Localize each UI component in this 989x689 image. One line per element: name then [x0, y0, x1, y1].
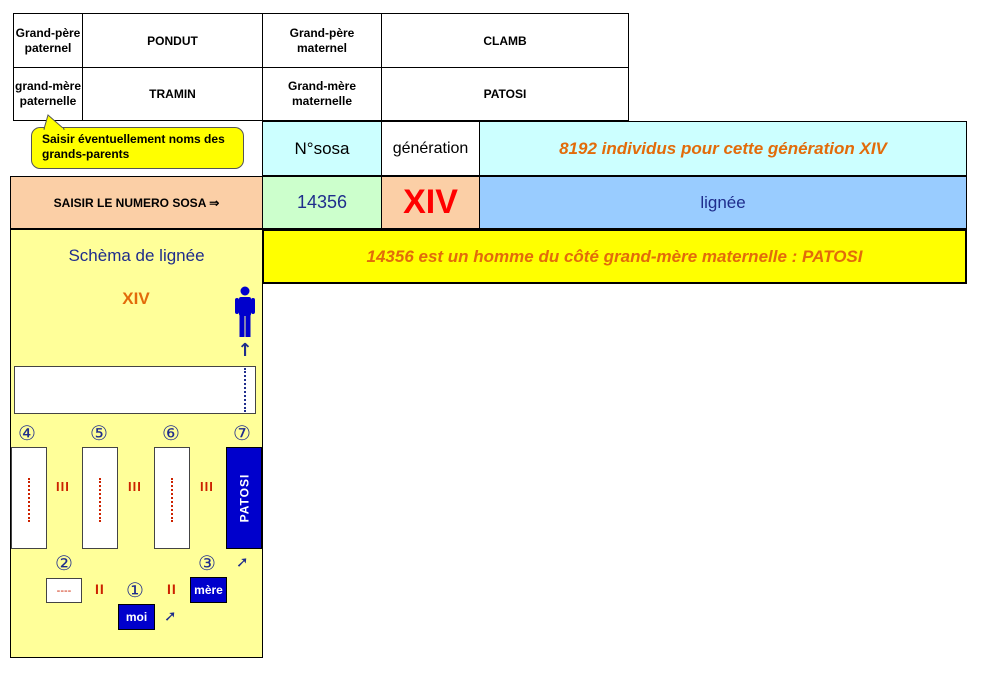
result-cell: 14356 est un homme du côté grand-mère ma… — [262, 229, 967, 284]
circled-5: ⑤ — [90, 421, 108, 445]
gm-paternelle-label: grand-mère paternelle — [13, 67, 83, 121]
ancestor-box-4-dashes — [28, 478, 30, 522]
up-arrow-icon: ↑ — [236, 340, 254, 362]
circled-4: ④ — [18, 421, 36, 445]
separator-ii-2-text: II — [167, 581, 177, 597]
gp-maternel-value[interactable]: CLAMB — [381, 13, 629, 68]
moi-box[interactable]: moi — [118, 604, 155, 630]
separator-ii-1: II — [95, 581, 105, 597]
gm-paternelle-label-text: grand-mère paternelle — [14, 79, 82, 108]
man-icon — [235, 286, 255, 337]
result-text: 14356 est un homme du côté grand-mère ma… — [366, 246, 863, 266]
gp-paternel-label: Grand-père paternel — [13, 13, 83, 68]
ne-arrow-icon-1: ➚ — [236, 553, 249, 571]
gm-maternelle-label: Grand-mère maternelle — [262, 67, 382, 121]
circled-3: ③ — [198, 551, 216, 575]
circled-2-text: ② — [55, 551, 73, 575]
circled-2: ② — [55, 551, 73, 575]
moi-text: moi — [125, 610, 148, 624]
schema-generation: XIV — [96, 287, 176, 311]
lignee-text: lignée — [700, 192, 746, 212]
ancestor-box-4[interactable] — [11, 447, 47, 549]
schema-title: Schèma de lignée — [10, 244, 263, 268]
saisir-sosa-label: SAISIR LE NUMERO SOSA ⇒ — [10, 176, 263, 229]
individus-text: 8192 individus pour cette génération XIV — [559, 138, 887, 158]
separator-iii-1: III — [56, 479, 70, 494]
ancestor-box-5-dashes — [99, 478, 101, 522]
separator-iii-2: III — [128, 479, 142, 494]
gm-paternelle-value[interactable]: TRAMIN — [82, 67, 263, 121]
ne-arrow-1-text: ➚ — [236, 553, 249, 571]
circled-3-text: ③ — [198, 551, 216, 575]
circled-6: ⑥ — [162, 421, 180, 445]
father-dashes-text: ---- — [56, 584, 72, 597]
sosa-header-cell: N°sosa — [262, 121, 382, 176]
ancestor-box-5[interactable] — [82, 447, 118, 549]
up-arrow-text: ↑ — [237, 340, 253, 361]
ne-arrow-icon-2: ➚ — [164, 607, 177, 625]
circled-5-text: ⑤ — [90, 421, 108, 445]
gm-maternelle-value-text: PATOSI — [483, 87, 527, 101]
sosa-header-text: N°sosa — [294, 138, 350, 158]
ancestor-box-6-dashes — [171, 478, 173, 522]
ancestor-box-6[interactable] — [154, 447, 190, 549]
lignee-cell: lignée — [479, 176, 967, 229]
circled-7-text: ⑦ — [233, 421, 251, 445]
callout-bubble: Saisir éventuellement noms des grands-pa… — [31, 127, 244, 169]
generation-header-cell: génération — [381, 121, 480, 176]
separator-iii-3-text: III — [200, 479, 214, 494]
saisir-sosa-text: SAISIR LE NUMERO SOSA ⇒ — [53, 195, 220, 210]
circled-6-text: ⑥ — [162, 421, 180, 445]
gp-paternel-label-text: Grand-père paternel — [15, 25, 81, 55]
individus-cell: 8192 individus pour cette génération XIV — [479, 121, 967, 176]
lineage-strip-box — [14, 366, 256, 414]
gp-paternel-value[interactable]: PONDUT — [82, 13, 263, 68]
circled-1: ① — [126, 578, 144, 602]
father-box[interactable]: ---- — [46, 578, 82, 603]
generation-value-cell: XIV — [381, 176, 480, 229]
callout-pointer — [43, 114, 66, 130]
separator-iii-2-text: III — [128, 479, 142, 494]
ne-arrow-2-text: ➚ — [164, 607, 177, 625]
mere-box[interactable]: mère — [190, 577, 227, 603]
gp-paternel-value-text: PONDUT — [147, 33, 198, 48]
generation-header-text: génération — [392, 139, 469, 157]
circled-7: ⑦ — [233, 421, 251, 445]
schema-generation-text: XIV — [122, 289, 150, 308]
separator-iii-1-text: III — [56, 479, 70, 494]
ancestor-box-7-patosi[interactable]: PATOSI — [226, 447, 262, 549]
schema-title-text: Schèma de lignée — [68, 246, 205, 265]
separator-ii-2: II — [167, 581, 177, 597]
sosa-input-cell[interactable]: 14356 — [262, 176, 382, 229]
gm-maternelle-label-text: Grand-mère maternelle — [287, 79, 357, 108]
gp-maternel-value-text: CLAMB — [483, 33, 527, 48]
patosi-vertical-text: PATOSI — [237, 473, 251, 523]
lineage-strip-dotted-line — [244, 368, 246, 412]
circled-4-text: ④ — [18, 421, 36, 445]
callout-text: Saisir éventuellement noms des grands-pa… — [42, 132, 225, 161]
gp-maternel-label-text: Grand-père maternel — [289, 25, 355, 55]
separator-ii-1-text: II — [95, 581, 105, 597]
gm-paternelle-value-text: TRAMIN — [149, 87, 196, 101]
sosa-value-text: 14356 — [296, 192, 348, 212]
gp-maternel-label: Grand-père maternel — [262, 13, 382, 68]
separator-iii-3: III — [200, 479, 214, 494]
mere-text: mère — [194, 583, 223, 597]
circled-1-text: ① — [126, 578, 144, 602]
gm-maternelle-value[interactable]: PATOSI — [381, 67, 629, 121]
generation-value-text: XIV — [403, 183, 458, 221]
